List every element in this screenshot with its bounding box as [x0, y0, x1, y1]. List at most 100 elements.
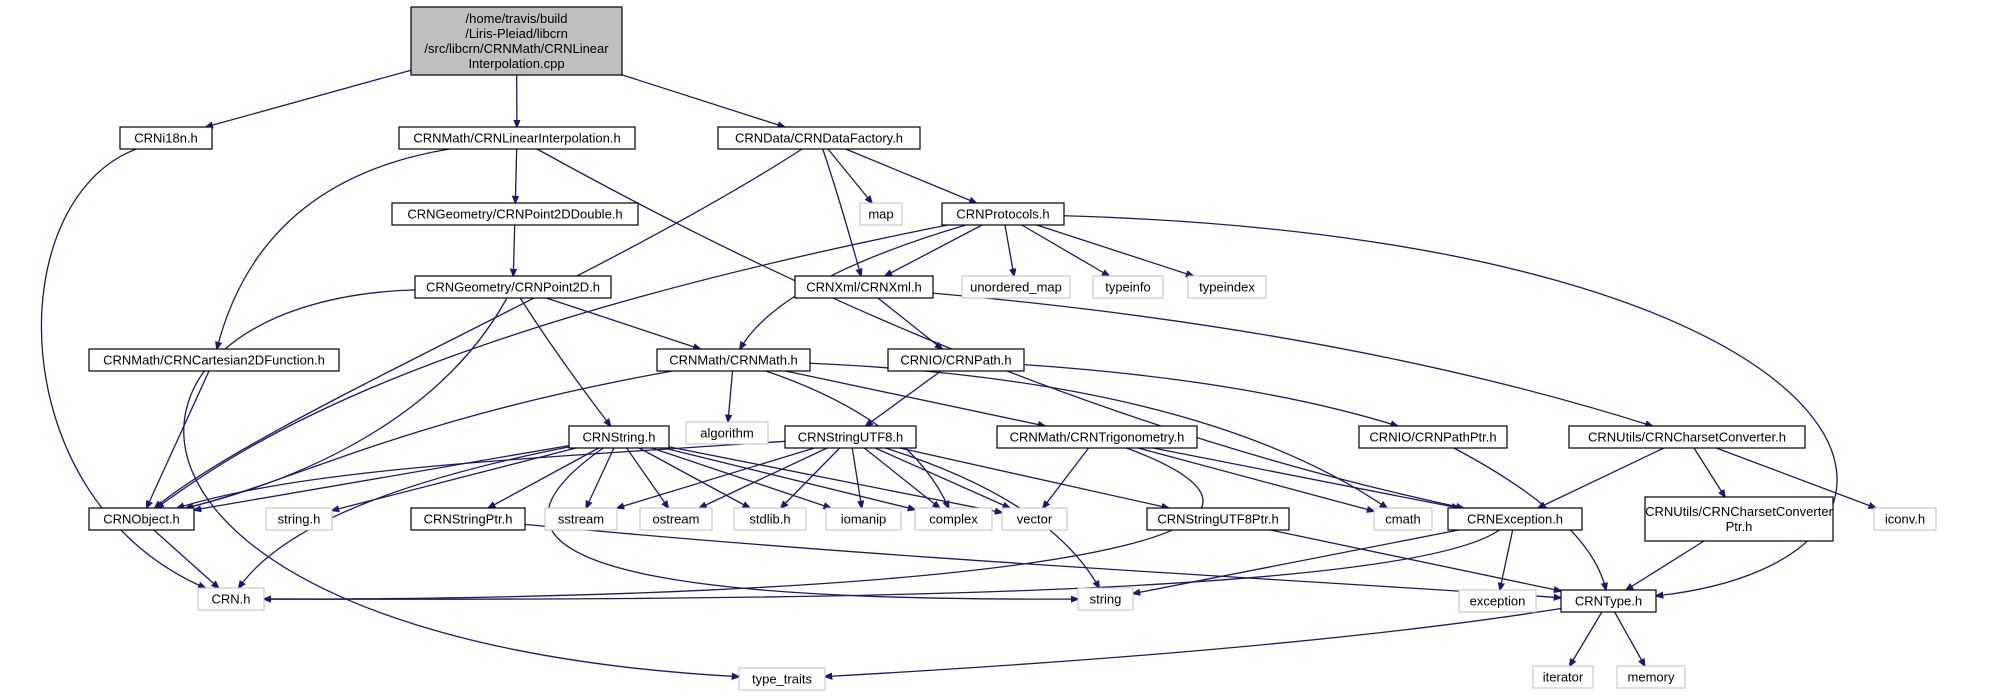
edge-datafactory-to-protocols: [845, 148, 977, 203]
node-path[interactable]: CRNIO/CRNPath.h: [887, 348, 1025, 372]
edge-xml-to-path: [877, 297, 942, 349]
edge-utf8-to-iomanip: [851, 447, 862, 508]
node-box: [1077, 587, 1134, 611]
node-stringptr[interactable]: CRNStringPtr.h: [410, 507, 526, 531]
node-p2d[interactable]: CRNGeometry/CRNPoint2D.h: [414, 275, 612, 299]
node-protocols[interactable]: CRNProtocols.h: [941, 202, 1065, 226]
node-box: [1092, 275, 1164, 299]
node-type[interactable]: CRNType.h: [1560, 589, 1657, 613]
node-pathptr[interactable]: CRNIO/CRNPathPtr.h: [1358, 425, 1508, 449]
edge-datafactory-to-xml: [822, 148, 861, 276]
edge-linterp-to-p2dd: [515, 148, 516, 203]
node-cmath[interactable]: cmath: [1373, 507, 1433, 531]
node-box: [398, 126, 636, 150]
edge-charset-to-iconv: [1716, 447, 1876, 508]
node-label: algorithm: [700, 426, 753, 441]
node-type-traits[interactable]: type_traits: [738, 667, 826, 691]
node-label: CRNData/CRNDataFactory.h: [735, 131, 903, 146]
node-box: [733, 507, 807, 531]
edge-crnstring-to-complex: [663, 447, 915, 510]
node-label: string: [1090, 592, 1122, 607]
node-iconv[interactable]: iconv.h: [1873, 507, 1937, 531]
node-trig[interactable]: CRNMath/CRNTrigonometry.h: [996, 425, 1198, 449]
edge-crnstring-to-ostream: [626, 447, 669, 508]
node-label: iterator: [1543, 670, 1584, 685]
node-string-h[interactable]: string.h: [265, 507, 333, 531]
edge-protocols-to-xml: [885, 224, 983, 276]
node-exception[interactable]: exception: [1458, 589, 1537, 613]
node-box: [859, 202, 903, 226]
node-charset[interactable]: CRNUtils/CRNCharsetConverter.h: [1568, 425, 1806, 449]
node-crn[interactable]: CRN.h: [197, 587, 265, 611]
node-algorithm[interactable]: algorithm: [685, 421, 769, 445]
edge-xml-to-charset: [932, 292, 1652, 426]
node-label: iconv.h: [1885, 512, 1925, 527]
node-label: CRNXml/CRNXml.h: [806, 280, 922, 295]
node-box: [197, 587, 265, 611]
node-label: sstream: [558, 512, 604, 527]
node-vector[interactable]: vector: [1001, 507, 1068, 531]
node-linterp[interactable]: CRNMath/CRNLinearInterpolation.h: [398, 126, 636, 150]
node-typeindex[interactable]: typeindex: [1187, 275, 1267, 299]
node-box: [1447, 507, 1583, 531]
node-iterator[interactable]: iterator: [1532, 665, 1594, 689]
node-p2dd[interactable]: CRNGeometry/CRNPoint2DDouble.h: [391, 202, 639, 226]
node-unordered-map[interactable]: unordered_map: [961, 275, 1071, 299]
node-map[interactable]: map: [859, 202, 903, 226]
node-crnmath[interactable]: CRNMath/CRNMath.h: [656, 348, 811, 372]
node-label: typeinfo: [1105, 280, 1151, 295]
node-memory[interactable]: memory: [1616, 665, 1686, 689]
node-object[interactable]: CRNObject.h: [88, 507, 195, 531]
edge-charsetptr-to-type: [1626, 540, 1705, 590]
edge-linterp-to-exception-h: [536, 148, 1463, 508]
node-box: [717, 126, 921, 150]
node-label: exception: [1470, 594, 1526, 609]
node-xml[interactable]: CRNXml/CRNXml.h: [794, 275, 934, 299]
node-i18n[interactable]: CRNi18n.h: [119, 126, 213, 150]
node-box: [639, 507, 713, 531]
node-sstream[interactable]: sstream: [544, 507, 618, 531]
node-box: [656, 348, 811, 372]
edge-crnstring-to-stdlib: [638, 447, 749, 508]
edge-crnstring-to-vector: [668, 446, 1002, 513]
node-box: [685, 421, 769, 445]
node-crnstring[interactable]: CRNString.h: [568, 425, 670, 449]
node-label: CRNUtils/CRNCharsetConverter: [1645, 504, 1833, 519]
node-typeinfo[interactable]: typeinfo: [1092, 275, 1164, 299]
node-iomanip[interactable]: iomanip: [825, 507, 902, 531]
node-label: CRNProtocols.h: [956, 207, 1049, 222]
node-utf8ptr[interactable]: CRNStringUTF8Ptr.h: [1146, 507, 1290, 531]
edge-type-to-memory: [1614, 611, 1645, 666]
node-label: CRNStringPtr.h: [424, 512, 513, 527]
edge-root-to-i18n: [206, 69, 412, 127]
node-box: [88, 348, 340, 372]
node-utf8[interactable]: CRNStringUTF8.h: [784, 425, 917, 449]
node-label: CRNUtils/CRNCharsetConverter.h: [1588, 430, 1786, 445]
node-box: [1616, 665, 1686, 689]
node-cart2d[interactable]: CRNMath/CRNCartesian2DFunction.h: [88, 348, 340, 372]
node-label: type_traits: [752, 672, 812, 687]
node-label: CRNType.h: [1575, 594, 1642, 609]
node-box: [825, 507, 902, 531]
node-stdlib[interactable]: stdlib.h: [733, 507, 807, 531]
node-label: CRNGeometry/CRNPoint2D.h: [426, 280, 600, 295]
node-exception-h[interactable]: CRNException.h: [1447, 507, 1583, 531]
node-label: map: [868, 207, 893, 222]
edge-p2d-to-object: [186, 297, 508, 508]
node-label: CRNMath/CRNLinearInterpolation.h: [413, 131, 620, 146]
node-label: cmath: [1385, 512, 1420, 527]
node-label: ostream: [653, 512, 700, 527]
edge-crnstring-to-stringptr: [488, 447, 600, 508]
node-root[interactable]: /home/travis/build/Liris-Pleiad/libcrn/s…: [410, 6, 623, 76]
node-complex[interactable]: complex: [914, 507, 993, 531]
node-ostream[interactable]: ostream: [639, 507, 713, 531]
node-string[interactable]: string: [1077, 587, 1134, 611]
node-box: [265, 507, 333, 531]
node-datafactory[interactable]: CRNData/CRNDataFactory.h: [717, 126, 921, 150]
edge-crnstring-to-sstream: [586, 447, 615, 508]
node-box: [1458, 589, 1537, 613]
edge-crnmath-to-algorithm: [728, 370, 734, 422]
edge-object-to-crn: [153, 529, 219, 588]
node-box: [887, 348, 1025, 372]
